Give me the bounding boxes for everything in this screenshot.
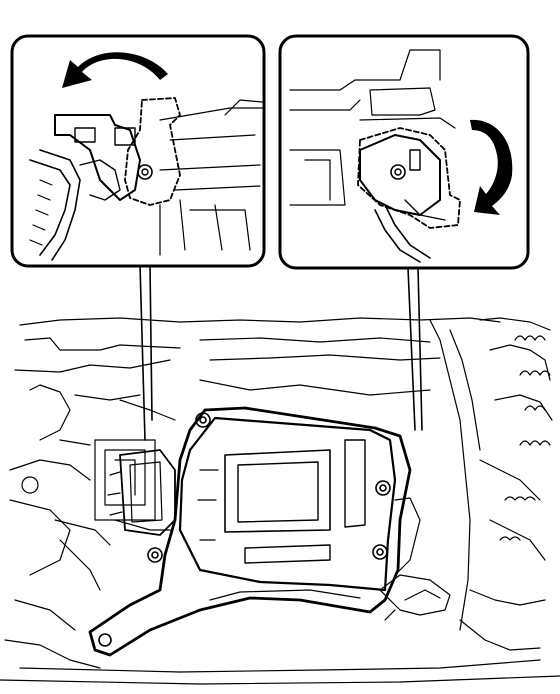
bolt-right-upper — [375, 480, 391, 496]
bracket-hole — [98, 633, 112, 647]
lever-body-left — [54, 114, 141, 201]
wire-harness-right — [374, 209, 421, 263]
module-housing — [178, 416, 397, 592]
rotate-cw-arrow — [470, 119, 513, 215]
mounting-bracket — [88, 406, 412, 657]
lock-lever-dashed-left — [124, 97, 181, 206]
left-connector — [119, 449, 176, 536]
bolt-top-left — [195, 412, 211, 428]
control-module-with-bracket — [88, 406, 421, 657]
background-structure — [0, 317, 560, 685]
lever-body-right — [359, 134, 441, 216]
module-bolts — [147, 412, 391, 563]
callout-right-detail — [278, 34, 530, 270]
callout-left-detail — [10, 34, 266, 268]
bolt-right-lower — [372, 544, 388, 560]
wire-harness-left — [29, 159, 71, 256]
bolt-left-lower — [147, 547, 163, 563]
lock-lever-dashed-right — [357, 127, 461, 229]
label-plate-right — [344, 439, 366, 528]
module-panel — [224, 449, 331, 533]
rotate-ccw-arrow — [62, 52, 168, 88]
label-plate-bottom — [244, 544, 331, 564]
callout-leader-lines — [139, 264, 423, 441]
